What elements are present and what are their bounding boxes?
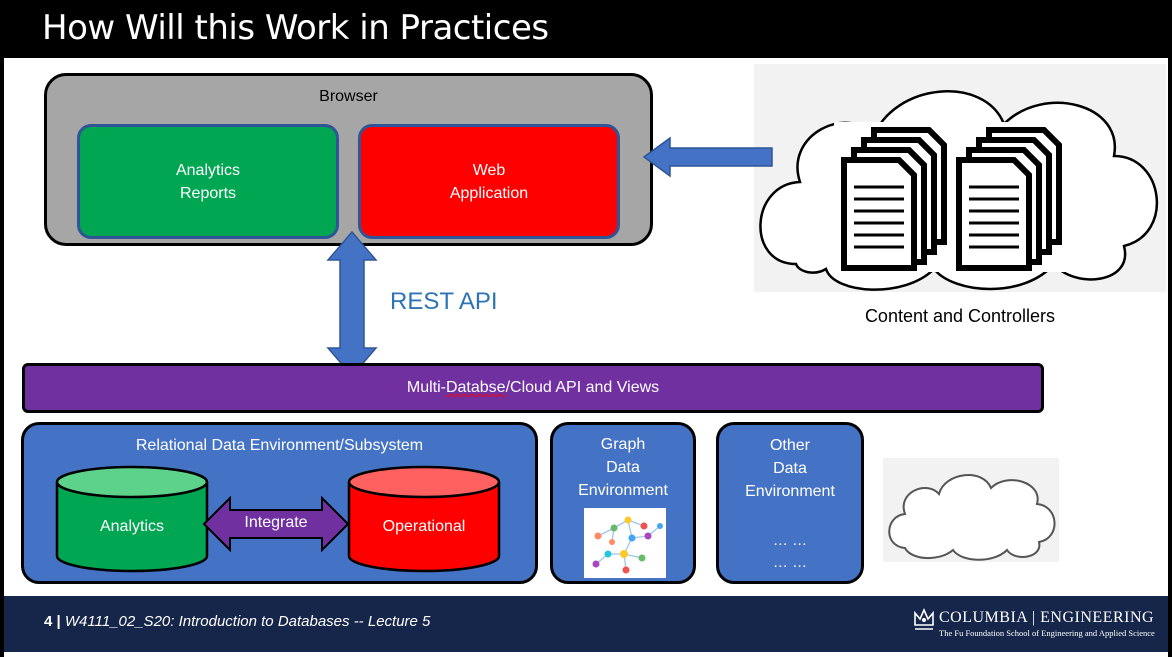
ellipsis-line-2: … …	[772, 554, 808, 571]
footer-bar	[4, 596, 1168, 652]
columbia-crown-icon	[914, 608, 934, 630]
cloud-icon	[888, 474, 1056, 561]
ellipsis-line-1: … …	[772, 532, 808, 549]
document-stack-icon	[834, 122, 1084, 272]
graph-environment-label: Graph Data Environment	[578, 436, 668, 499]
other-environment-label: Other Data Environment	[745, 437, 835, 500]
relational-environment-label: Relational Data Environment/Subsystem	[135, 437, 424, 454]
multi-bar-text-3: /Cloud API and Views	[505, 379, 660, 396]
multi-bar-text-1: Multi-	[406, 379, 446, 396]
slide: How Will this Work in Practices Browser …	[4, 0, 1168, 657]
vertical-double-arrow-icon	[326, 230, 378, 378]
course-title: W4111_02_S20: Introduction to Databases …	[64, 613, 431, 630]
integrate-label: Integrate	[244, 514, 308, 531]
left-arrow-icon	[642, 136, 773, 178]
analytics-database-cylinder-icon	[55, 465, 209, 573]
browser-label: Browser	[319, 88, 378, 105]
analytics-db-label: Analytics	[99, 518, 165, 535]
other-environment-box	[716, 422, 864, 584]
graph-network-icon	[584, 508, 666, 578]
logo-main-text: COLUMBIA | ENGINEERING	[939, 609, 1155, 626]
web-application-box: Web Application	[358, 124, 620, 239]
operational-database-cylinder-icon	[347, 465, 501, 573]
title-bar: How Will this Work in Practices	[4, 0, 1168, 58]
slide-title: How Will this Work in Practices	[42, 8, 549, 48]
operational-db-label: Operational	[382, 518, 466, 535]
logo-sub-text: The Fu Foundation School of Engineering …	[939, 628, 1155, 638]
small-cloud-panel	[883, 458, 1059, 562]
multi-bar-text-2: Databse	[445, 379, 506, 396]
rest-api-label: REST API	[390, 288, 498, 315]
footer-separator: |	[52, 613, 65, 630]
integrate-double-arrow-icon	[202, 496, 350, 552]
content-controllers-label: Content and Controllers	[864, 306, 1056, 326]
page-number: 4	[44, 613, 53, 630]
analytics-reports-box: Analytics Reports	[77, 124, 339, 239]
multi-database-api-bar: Multi-Databse/Cloud API and Views	[22, 363, 1044, 413]
footer-text: 4 | W4111_02_S20: Introduction to Databa…	[44, 613, 430, 630]
